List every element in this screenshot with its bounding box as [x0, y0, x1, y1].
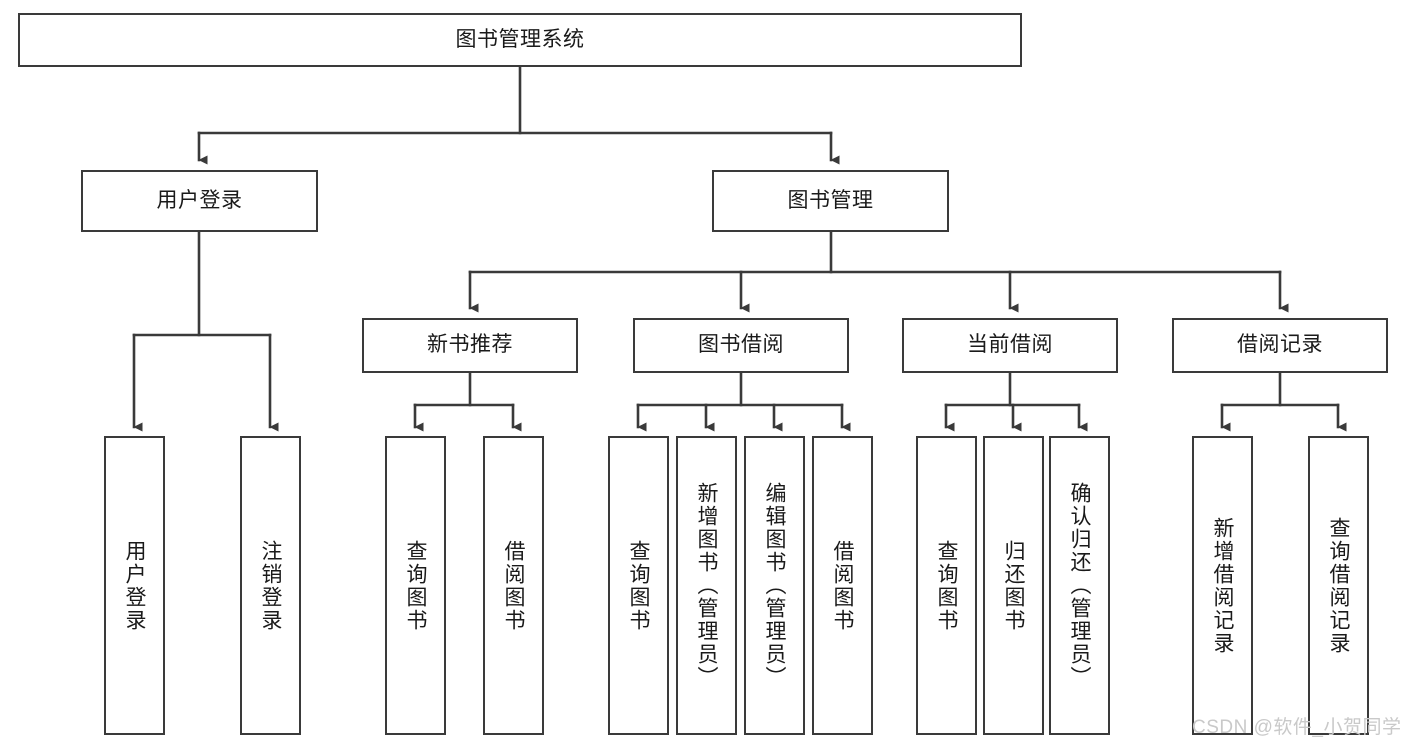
node-current-borrow[interactable]: 当前借阅	[902, 318, 1118, 373]
node-label: 图书管理	[787, 188, 874, 212]
leaf-borrow-query-book[interactable]: 查询图书	[608, 436, 669, 735]
node-new-book-recommend[interactable]: 新书推荐	[362, 318, 578, 373]
leaf-current-confirm-return-admin[interactable]: 确认归还（管理员）	[1049, 436, 1110, 735]
node-label: 图书借阅	[698, 333, 784, 357]
node-label: 编辑图书（管理员）	[763, 482, 786, 689]
leaf-borrow-edit-book-admin[interactable]: 编辑图书（管理员）	[744, 436, 805, 735]
leaf-recommend-borrow-book[interactable]: 借阅图书	[483, 436, 544, 735]
node-label: 确认归还（管理员）	[1068, 482, 1091, 689]
leaf-borrow-add-book-admin[interactable]: 新增图书（管理员）	[676, 436, 737, 735]
node-borrow-record[interactable]: 借阅记录	[1172, 318, 1388, 373]
node-label: 新增借阅记录	[1211, 516, 1234, 655]
node-label: 查询借阅记录	[1327, 516, 1350, 655]
node-label: 新增图书（管理员）	[695, 482, 718, 689]
leaf-recommend-query-book[interactable]: 查询图书	[385, 436, 446, 735]
node-book-management[interactable]: 图书管理	[712, 170, 949, 232]
node-label: 借阅图书	[502, 539, 525, 632]
node-label: 借阅图书	[831, 539, 854, 632]
node-label: 查询图书	[627, 539, 650, 632]
node-book-borrow[interactable]: 图书借阅	[633, 318, 849, 373]
leaf-record-add-record[interactable]: 新增借阅记录	[1192, 436, 1253, 735]
node-label: 注销登录	[259, 539, 282, 632]
leaf-current-return-book[interactable]: 归还图书	[983, 436, 1044, 735]
node-label: 当前借阅	[967, 333, 1053, 357]
leaf-user-login-logout[interactable]: 注销登录	[240, 436, 301, 735]
node-label: 借阅记录	[1237, 333, 1323, 357]
node-label: 查询图书	[404, 539, 427, 632]
node-label: 查询图书	[935, 539, 958, 632]
node-user-login[interactable]: 用户登录	[81, 170, 318, 232]
node-label: 图书管理系统	[455, 27, 585, 51]
node-root-system[interactable]: 图书管理系统	[18, 13, 1022, 67]
csdn-watermark: CSDN @软件_小贺同学	[1192, 717, 1402, 738]
node-label: 用户登录	[156, 188, 243, 212]
leaf-user-login-login[interactable]: 用户登录	[104, 436, 165, 735]
node-label: 新书推荐	[427, 333, 513, 357]
leaf-record-query-record[interactable]: 查询借阅记录	[1308, 436, 1369, 735]
leaf-current-query-book[interactable]: 查询图书	[916, 436, 977, 735]
node-label: 归还图书	[1002, 539, 1025, 632]
node-label: 用户登录	[123, 539, 146, 632]
leaf-borrow-borrow-book[interactable]: 借阅图书	[812, 436, 873, 735]
